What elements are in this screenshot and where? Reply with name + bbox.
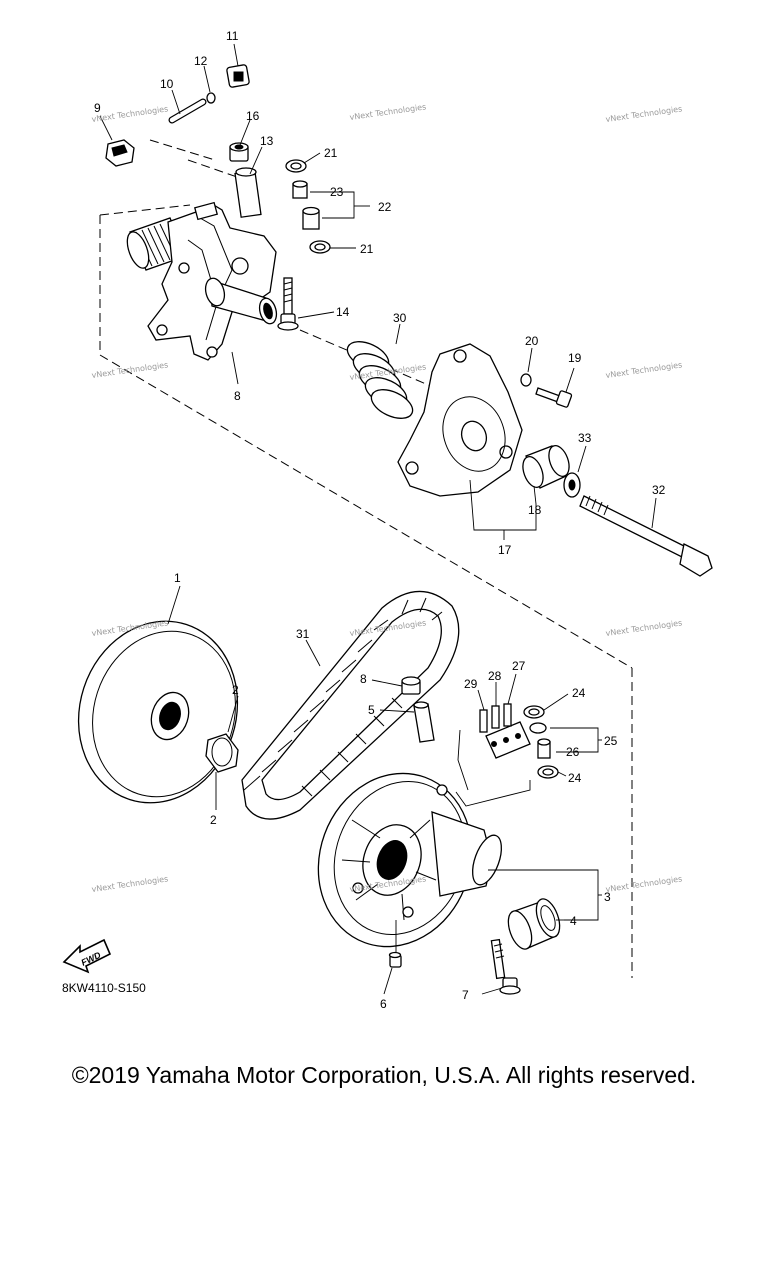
label-29: 29	[464, 677, 478, 691]
label-17: 17	[498, 543, 512, 557]
watermark: vNext Technologies	[91, 874, 169, 894]
part-2-collar	[205, 733, 239, 773]
label-1: 1	[174, 571, 181, 585]
part-12-pin	[168, 98, 207, 124]
fwd-arrow-icon: FWD	[62, 938, 112, 974]
part-4-bushing	[507, 898, 561, 950]
watermark: vNext Technologies	[349, 102, 427, 122]
part-10-block	[105, 139, 135, 167]
part-17-cover	[397, 343, 523, 497]
part-16-nut	[229, 142, 249, 162]
part-24-washer-upper	[523, 705, 545, 719]
copyright-notice: ©2019 Yamaha Motor Corporation, U.S.A. A…	[71, 1062, 697, 1088]
part-8-cap	[401, 676, 421, 695]
label-22: 22	[378, 200, 392, 214]
label-10: 9	[94, 101, 101, 115]
part-30-spring	[346, 341, 414, 419]
watermark: vNext Technologies	[605, 104, 683, 124]
part-23-bushing-lower	[302, 206, 320, 230]
part-7-bolt	[490, 938, 521, 995]
label-6: 6	[380, 997, 387, 1011]
watermark: vNext Technologies	[91, 104, 169, 124]
label-23: 23	[330, 185, 344, 199]
label-32: 32	[652, 483, 666, 497]
part-6-cap	[388, 951, 402, 968]
label-3: 3	[604, 890, 611, 904]
label-26: 26	[566, 745, 580, 759]
part-5-pin	[413, 701, 435, 743]
label-2-upper: 2	[232, 683, 239, 697]
parts-27-29-pin-plate	[479, 703, 531, 759]
watermark: vNext Technologies	[605, 618, 683, 638]
part-19-bolt	[535, 387, 573, 408]
label-8: 8	[360, 672, 367, 686]
part-13-oring	[206, 92, 216, 104]
exploded-parts-diagram: 11 12 10 9 16 13 21 23 22 21 14 30 8 20 …	[62, 29, 713, 1011]
watermark: vNext Technologies	[605, 360, 683, 380]
label-20: 20	[525, 334, 539, 348]
part-20-washer	[520, 373, 532, 387]
drawing-code: 8KW4110-S150	[62, 981, 146, 995]
part-33-washer	[563, 472, 581, 498]
label-16: 16	[246, 109, 260, 123]
label-12: 10	[160, 77, 174, 91]
leader-lines	[99, 43, 657, 995]
part-21-washer-upper	[285, 159, 307, 173]
label-21-upper: 21	[324, 146, 338, 160]
part-3-movable-sheave	[317, 772, 503, 948]
label-33: 33	[578, 431, 592, 445]
label-15: 14	[336, 305, 350, 319]
label-21-lower: 21	[360, 242, 374, 256]
label-14: 13	[260, 134, 274, 148]
label-4: 4	[570, 914, 577, 928]
part-18-bushing	[522, 445, 570, 489]
part-11-clip	[226, 64, 250, 88]
part-31-drive-belt	[241, 590, 460, 820]
part-23-bushing-upper	[292, 180, 308, 199]
watermark: vNext Technologies	[91, 360, 169, 380]
label-19: 19	[568, 351, 582, 365]
label-13: 12	[194, 54, 208, 68]
part-32-long-bolt	[579, 495, 713, 577]
label-11: 11	[226, 29, 239, 43]
part-1-fixed-sheave	[77, 620, 239, 804]
label-30: 30	[393, 311, 407, 325]
label-27: 27	[512, 659, 526, 673]
part-21-washer-lower	[309, 240, 331, 254]
part-25-bushing	[529, 722, 547, 734]
label-9: 8	[234, 389, 241, 403]
label-25: 25	[604, 734, 618, 748]
label-28: 28	[488, 669, 502, 683]
part-14-sleeve	[234, 167, 262, 218]
label-31: 31	[296, 627, 310, 641]
watermark: vNext Technologies	[605, 874, 683, 894]
part-24-washer-lower	[537, 765, 559, 779]
part-9-spider-assembly	[126, 201, 278, 361]
label-2-lower: 2	[210, 813, 217, 827]
label-18: 18	[528, 503, 542, 517]
label-7: 7	[462, 988, 469, 1002]
part-number-labels: 11 12 10 9 16 13 21 23 22 21 14 30 8 20 …	[94, 29, 666, 1011]
part-26-bushing	[537, 738, 551, 759]
label-24-lower: 24	[568, 771, 582, 785]
label-5: 5	[368, 703, 375, 717]
label-24-upper: 24	[572, 686, 586, 700]
part-15-bolt	[277, 277, 299, 331]
